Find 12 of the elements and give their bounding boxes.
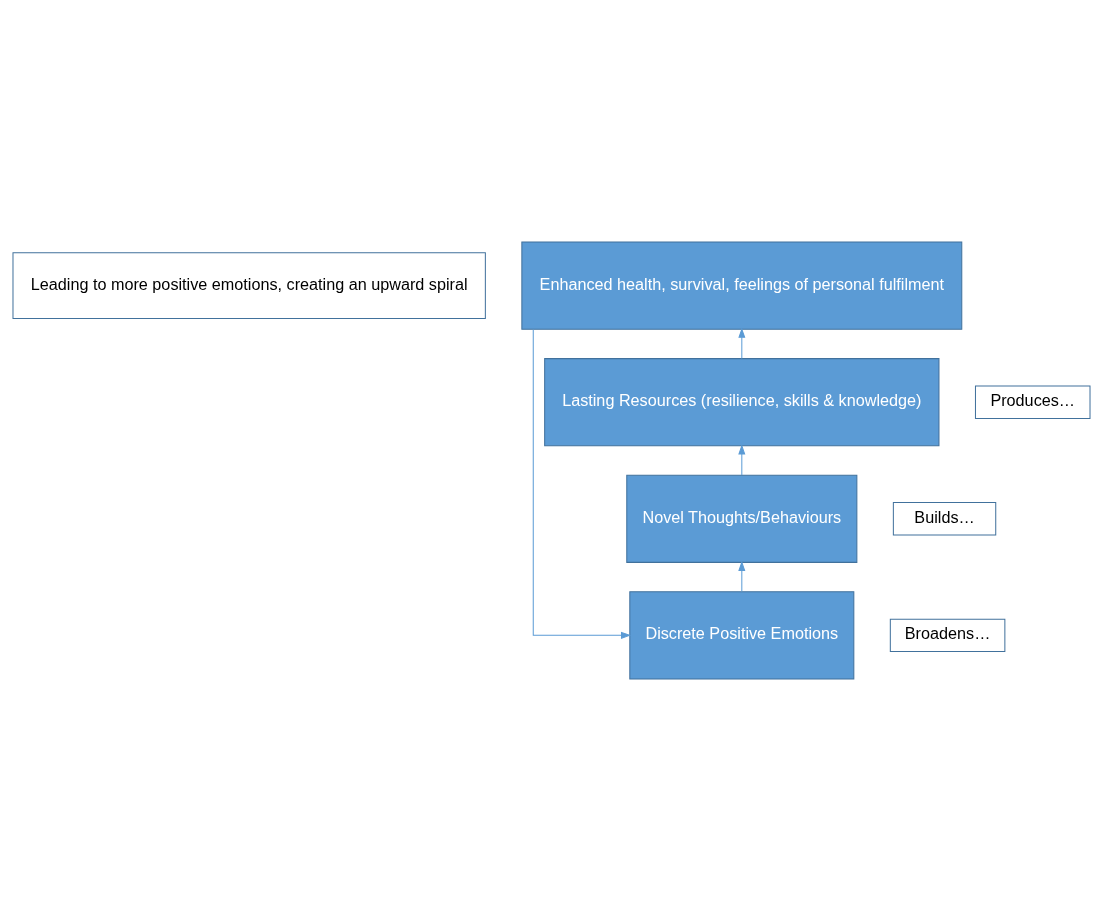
node-box: Builds… xyxy=(892,502,997,536)
arrow xyxy=(738,444,746,476)
node-box: Discrete Positive Emotions xyxy=(629,591,855,680)
node-box: Broadens… xyxy=(889,618,1006,653)
arrow xyxy=(738,327,746,359)
node-box: Enhanced health, survival, feelings of personal fulfilment xyxy=(521,241,963,330)
node-box: Leading to more positive emotions, creating an upward spiral xyxy=(12,252,486,320)
node-box: Lasting Resources (resilience, skills & knowledge) xyxy=(544,358,940,447)
node-box: Produces… xyxy=(974,385,1091,419)
arrow xyxy=(532,329,632,639)
arrow xyxy=(738,560,746,593)
node-box: Novel Thoughts/Behaviours xyxy=(626,474,858,563)
